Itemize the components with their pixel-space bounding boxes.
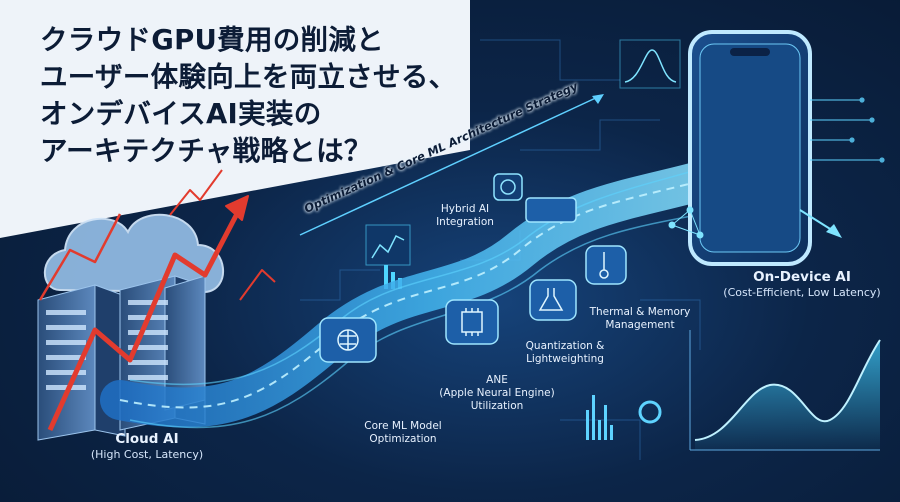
title-line: ユーザー体験向上を両立させる、 [40, 61, 457, 93]
step-line: Quantization & [525, 340, 605, 352]
strategy-banner-arrow [299, 94, 604, 236]
step-line: Optimization [369, 433, 437, 445]
flask-icon [538, 288, 564, 311]
brain-icon [337, 329, 359, 351]
step-core-ml-optimization: Core ML Model Optimization [348, 420, 458, 446]
step-line: Thermal & Memory [589, 306, 691, 318]
on-device-ai-subtitle: (Cost-Efficient, Low Latency) [723, 286, 881, 299]
hybrid-stage-box [525, 197, 577, 223]
title-background [0, 0, 470, 238]
step-line: Lightweighting [526, 353, 604, 365]
step-line: Hybrid AI [440, 203, 490, 215]
flask-stage-box [529, 279, 577, 321]
step-line: (Apple Neural Engine) [439, 387, 555, 399]
chip-icon [461, 308, 483, 336]
brain-top-icon [493, 173, 523, 201]
step-quantization: Quantization & Lightweighting [510, 340, 620, 366]
on-device-ai-title: On-Device AI [753, 269, 851, 285]
step-line: Management [605, 319, 675, 331]
step-line: Utilization [470, 400, 524, 412]
title-line: アーキテクチャ戦略とは？ [40, 135, 372, 167]
cloud-icon [43, 213, 225, 294]
network-graph-icon [668, 206, 704, 239]
data-pipeline [100, 149, 771, 429]
step-thermal-memory: Thermal & Memory Management [580, 306, 700, 332]
step-line: Core ML Model [364, 420, 442, 432]
title-panel: クラウドGPU費用の削減と ユーザー体験向上を両立させる、 オンデバイスAI実装… [0, 0, 470, 210]
rising-cost-arrow-icon [38, 169, 276, 432]
title-line: クラウドGPU費用の削減と [40, 24, 384, 56]
on-device-ai-label: On-Device AI (Cost-Efficient, Low Latenc… [712, 268, 892, 300]
cloud-ai-subtitle: (High Cost, Latency) [90, 448, 204, 461]
thermometer-icon [599, 252, 609, 279]
cloud-ai-title: Cloud AI [115, 431, 179, 447]
step-ane-utilization: ANE (Apple Neural Engine) Utilization [432, 374, 562, 413]
down-arrow-icon [799, 209, 842, 238]
step-line: ANE [486, 374, 508, 386]
chip-stage-box [445, 299, 499, 345]
title-line: オンデバイスAI実装の [40, 98, 322, 130]
stage-boxes [319, 197, 627, 363]
top-line-chart-icon [619, 39, 681, 89]
phone-signal-lines [810, 97, 885, 163]
step-line: Integration [436, 216, 494, 228]
thermo-stage-box [585, 245, 627, 285]
cloud-ai-label: Cloud AI (High Cost, Latency) [82, 430, 212, 462]
area-chart-icon [586, 330, 881, 451]
page-title: クラウドGPU費用の削減と ユーザー体験向上を両立させる、 オンデバイスAI実装… [40, 22, 456, 170]
bar-chart-icon [365, 224, 411, 266]
smartphone-icon [688, 30, 812, 266]
step-hybrid-ai: Hybrid AI Integration [420, 203, 510, 229]
